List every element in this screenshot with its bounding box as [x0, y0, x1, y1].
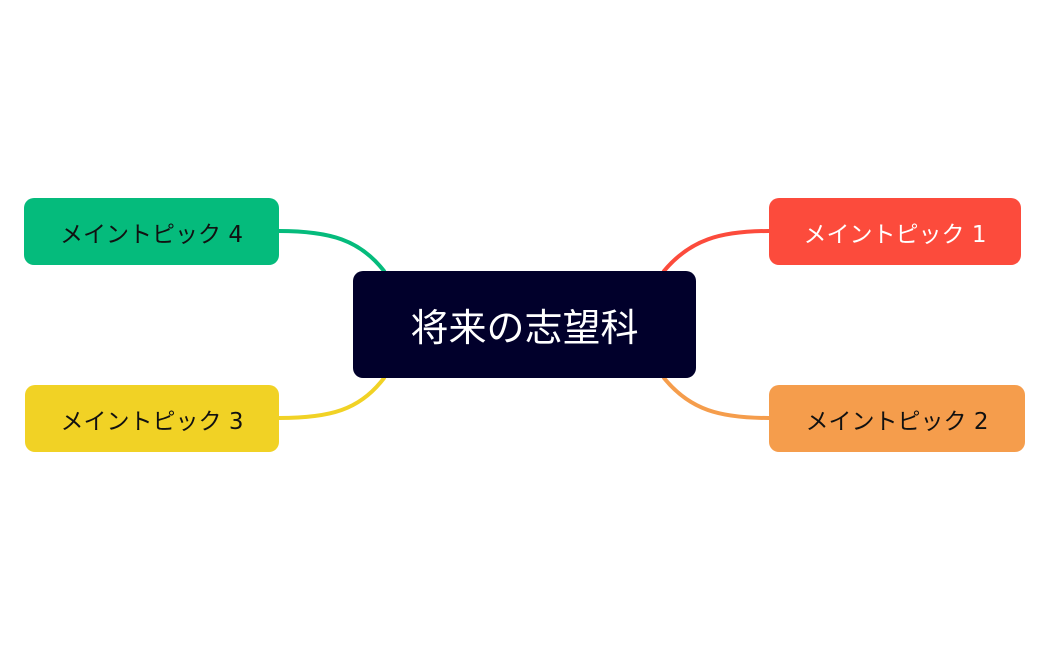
- connector-topic-1: [662, 229, 771, 273]
- main-topic-4-node[interactable]: メイントピック 4: [24, 198, 279, 265]
- main-topic-3-label: メイントピック 3: [60, 408, 244, 435]
- main-topic-2-label: メイントピック 2: [805, 408, 989, 435]
- central-topic-label: 将来の志望科: [410, 306, 639, 350]
- connector-topic-4: [277, 229, 386, 273]
- connector-topic-3: [277, 376, 386, 420]
- main-topic-2-node[interactable]: メイントピック 2: [769, 385, 1025, 452]
- main-topic-1-node[interactable]: メイントピック 1: [769, 198, 1021, 265]
- main-topic-1-label: メイントピック 1: [803, 221, 987, 248]
- connector-topic-2: [662, 376, 771, 420]
- central-topic-node[interactable]: 将来の志望科: [353, 271, 696, 378]
- main-topic-3-node[interactable]: メイントピック 3: [25, 385, 279, 452]
- main-topic-4-label: メイントピック 4: [60, 221, 243, 248]
